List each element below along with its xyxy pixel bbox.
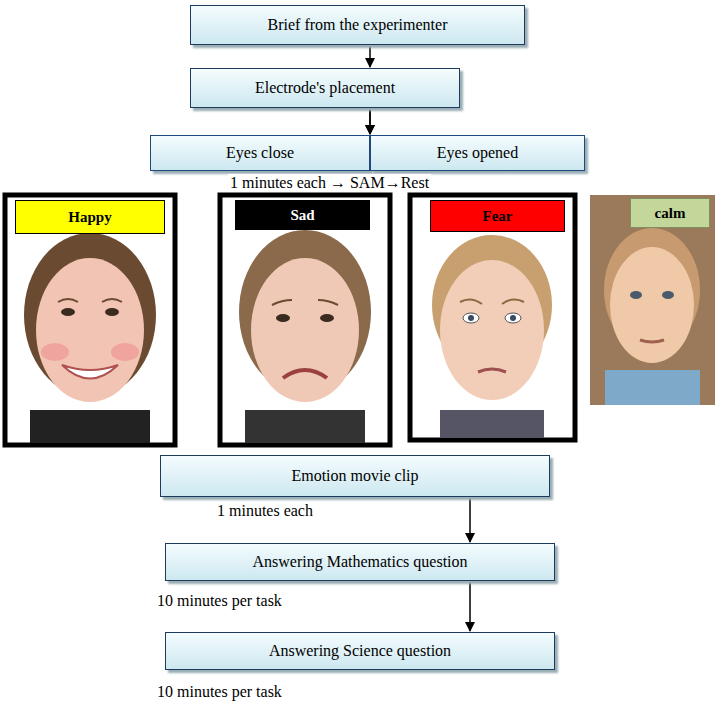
node-text: Brief from the experimenter — [262, 16, 454, 34]
flow-arrow — [369, 109, 371, 134]
node-text: Answering Mathematics question — [246, 553, 473, 571]
process-box: Answering Science question — [165, 632, 555, 670]
fear-face — [432, 235, 552, 438]
happy-face — [24, 233, 156, 443]
photo-frame — [410, 195, 575, 440]
timing-note: 1 minutes each → SAM→Rest — [228, 174, 431, 192]
node-text: Happy — [62, 209, 117, 226]
node-text: Emotion movie clip — [285, 467, 424, 485]
flow-arrow — [469, 498, 471, 542]
timing-note: 10 minutes per task — [155, 683, 284, 701]
node-text: Electrode's placement — [249, 79, 401, 97]
condition-box: Eyes opened — [370, 135, 585, 171]
node-text: Eyes opened — [431, 144, 524, 162]
flow-arrow — [369, 46, 371, 67]
emotion-tag: Fear — [430, 200, 565, 232]
timing-note: 10 minutes per task — [155, 592, 284, 610]
node-text: Answering Science question — [263, 642, 457, 660]
node-text: calm — [649, 205, 692, 222]
calm-face — [590, 195, 715, 405]
process-box: Electrode's placement — [190, 68, 460, 108]
emotion-tag: Sad — [235, 200, 370, 230]
process-box: Emotion movie clip — [160, 455, 550, 497]
node-text: Fear — [477, 208, 519, 225]
flow-arrow — [369, 109, 371, 134]
condition-box: Eyes close — [150, 135, 370, 171]
flow-arrow — [469, 582, 471, 631]
photo-frame — [220, 195, 390, 445]
emotion-tag: calm — [630, 198, 710, 228]
sad-face — [239, 230, 371, 443]
process-box: Brief from the experimenter — [190, 5, 525, 45]
emotion-tag: Happy — [15, 200, 165, 234]
timing-note: 1 minutes each — [215, 502, 315, 520]
node-text: Eyes close — [220, 144, 300, 162]
process-box: Answering Mathematics question — [165, 543, 555, 581]
node-text: Sad — [284, 207, 320, 224]
photo-frame — [5, 195, 175, 445]
